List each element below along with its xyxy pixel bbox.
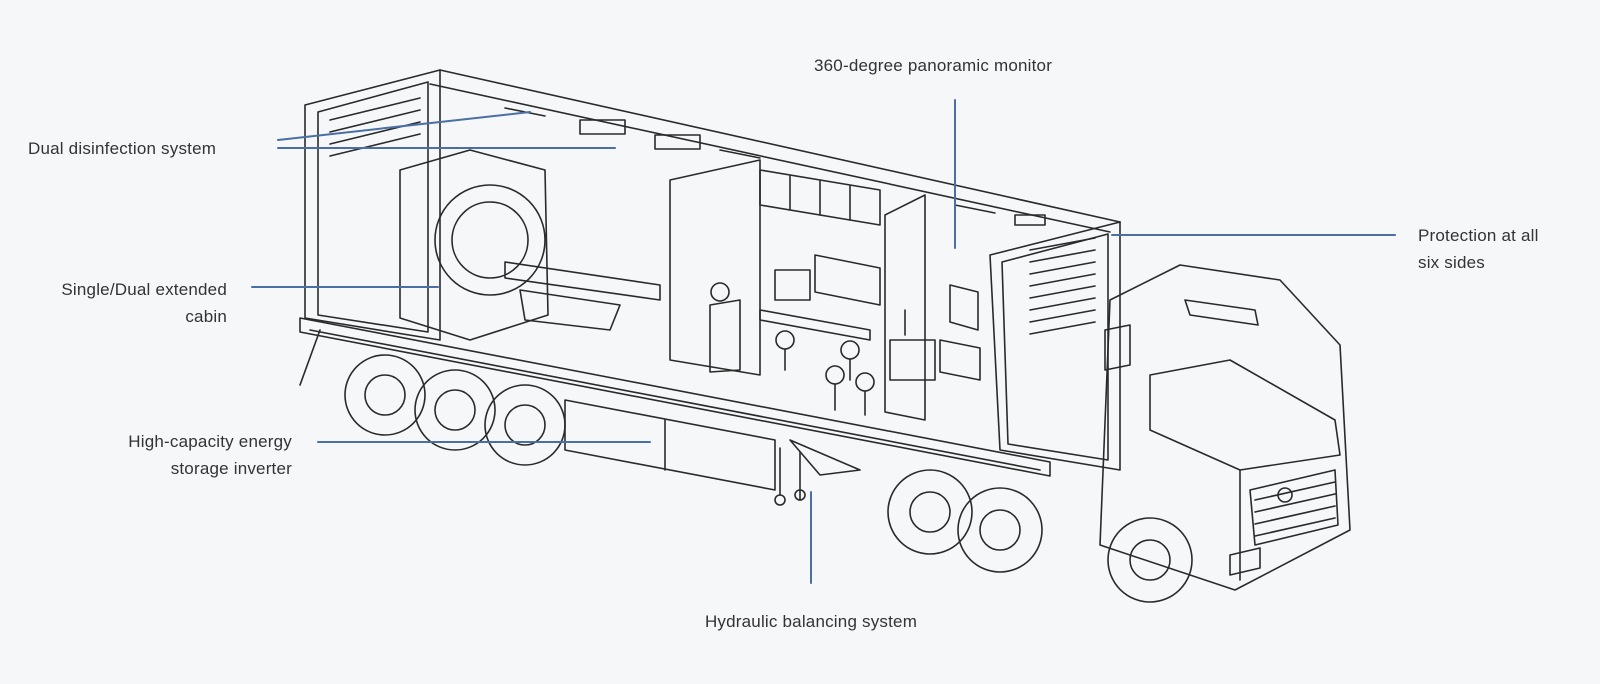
label-energy-storage: High-capacity energy storage inverter [128,432,292,478]
trailer-chassis [299,317,1051,477]
hydraulic-legs [774,439,861,506]
trailer-wheels [344,354,566,466]
inverter-box [564,399,776,491]
leader-disinfection-upper [277,111,531,141]
label-dual-disinfection: Dual disinfection system [28,139,217,158]
ct-gantry [399,149,661,341]
container-body [304,69,1121,471]
leader-lines [251,99,1396,584]
label-protection: Protection at all six sides [1418,226,1539,272]
control-room-equipment [709,169,981,416]
truck-cab [1099,264,1351,591]
label-hydraulic: Hydraulic balancing system [704,612,918,631]
label-extended-cabin: Single/Dual extended cabin [61,280,227,326]
label-panoramic-monitor: 360-degree panoramic monitor [814,56,1053,75]
truck-wheels [887,469,1193,603]
